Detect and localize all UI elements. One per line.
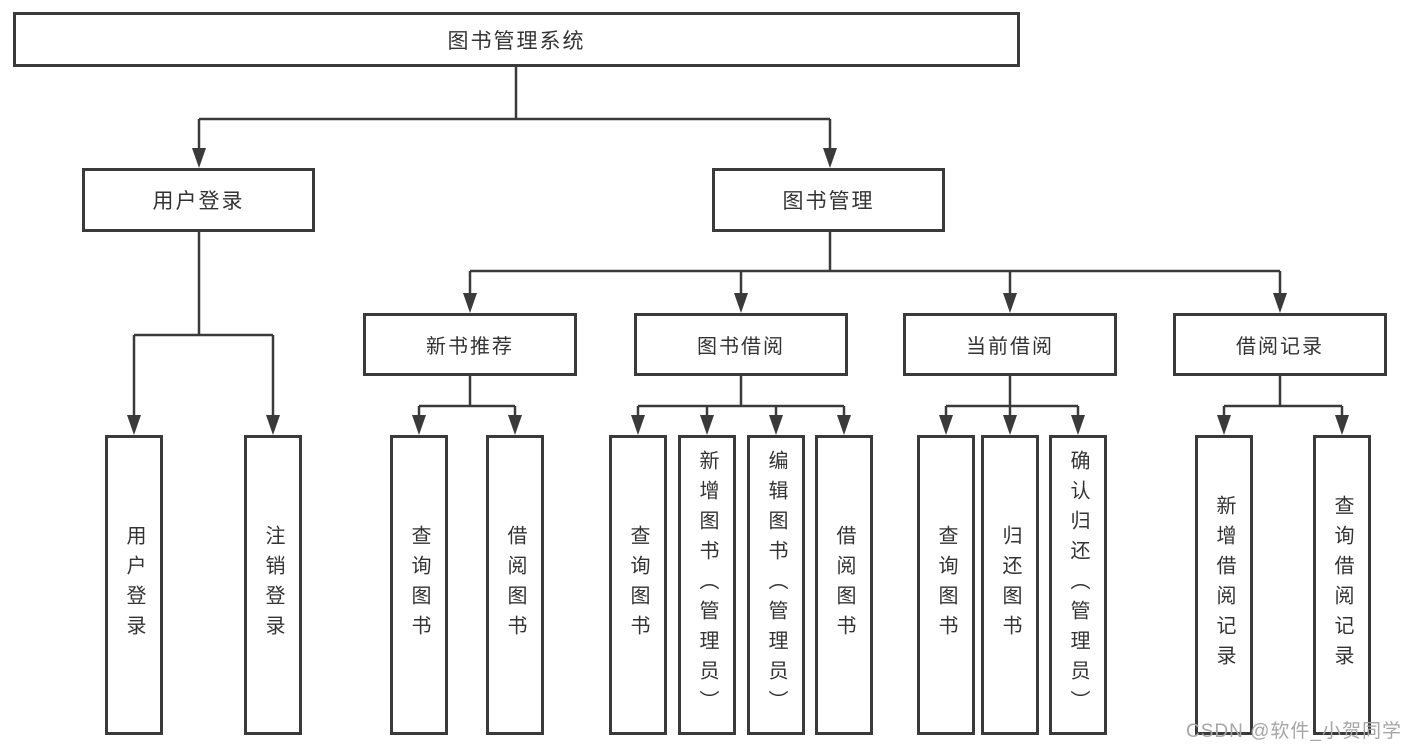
arrow-down-icon <box>1003 293 1017 313</box>
csdn-watermark: CSDN @软件_小贺同学 <box>1186 721 1402 742</box>
leaf-query-books-current: 查询图书 <box>917 435 975 735</box>
node-label: 新书推荐 <box>426 336 514 358</box>
arrow-down-icon <box>631 415 645 435</box>
arrow-down-icon <box>266 415 280 435</box>
leaf-borrow-books-recommend: 借阅图书 <box>486 435 544 735</box>
arrow-down-icon <box>1335 415 1349 435</box>
arrow-down-icon <box>127 415 141 435</box>
arrow-down-icon <box>1003 415 1017 435</box>
node-label: 当前借阅 <box>966 336 1054 358</box>
node-root-system: 图书管理系统 <box>13 12 1020 67</box>
arrow-down-icon <box>837 415 851 435</box>
leaf-query-borrow-record: 查询借阅记录 <box>1313 435 1371 735</box>
leaf-query-books-recommend: 查询图书 <box>390 435 448 735</box>
leaf-borrow-books: 借阅图书 <box>815 435 873 735</box>
node-label: 图书借阅 <box>697 336 785 358</box>
node-label: 图书管理 <box>782 190 875 213</box>
node-label: 借阅记录 <box>1236 336 1324 358</box>
leaf-add-books-admin: 新增图书（管理员） <box>678 435 736 735</box>
node-label: 用户登录 <box>152 190 245 213</box>
arrow-down-icon <box>939 415 953 435</box>
node-new-book-recommend: 新书推荐 <box>363 313 577 376</box>
node-current-borrow: 当前借阅 <box>903 313 1117 376</box>
leaf-query-books-borrow: 查询图书 <box>609 435 667 735</box>
node-label: 图书管理系统 <box>447 29 586 53</box>
leaf-confirm-return-admin: 确认归还（管理员） <box>1049 435 1107 735</box>
arrow-down-icon <box>734 293 748 313</box>
arrow-down-icon <box>508 415 522 435</box>
arrow-down-icon <box>1273 293 1287 313</box>
node-user-login: 用户登录 <box>82 168 315 232</box>
leaf-user-login: 用户登录 <box>105 435 163 735</box>
arrow-down-icon <box>823 148 837 168</box>
arrowheads <box>127 148 1349 435</box>
arrow-down-icon <box>1217 415 1231 435</box>
arrow-down-icon <box>192 148 206 168</box>
arrow-down-icon <box>412 415 426 435</box>
arrow-down-icon <box>1071 415 1085 435</box>
arrow-down-icon <box>463 293 477 313</box>
arrow-down-icon <box>769 415 783 435</box>
leaf-logout: 注销登录 <box>244 435 302 735</box>
leaf-add-borrow-record: 新增借阅记录 <box>1195 435 1253 735</box>
leaf-edit-books-admin: 编辑图书（管理员） <box>747 435 805 735</box>
node-borrow-records: 借阅记录 <box>1173 313 1387 376</box>
node-book-management: 图书管理 <box>712 168 945 232</box>
leaf-return-books: 归还图书 <box>981 435 1039 735</box>
arrow-down-icon <box>700 415 714 435</box>
node-book-borrow: 图书借阅 <box>634 313 848 376</box>
